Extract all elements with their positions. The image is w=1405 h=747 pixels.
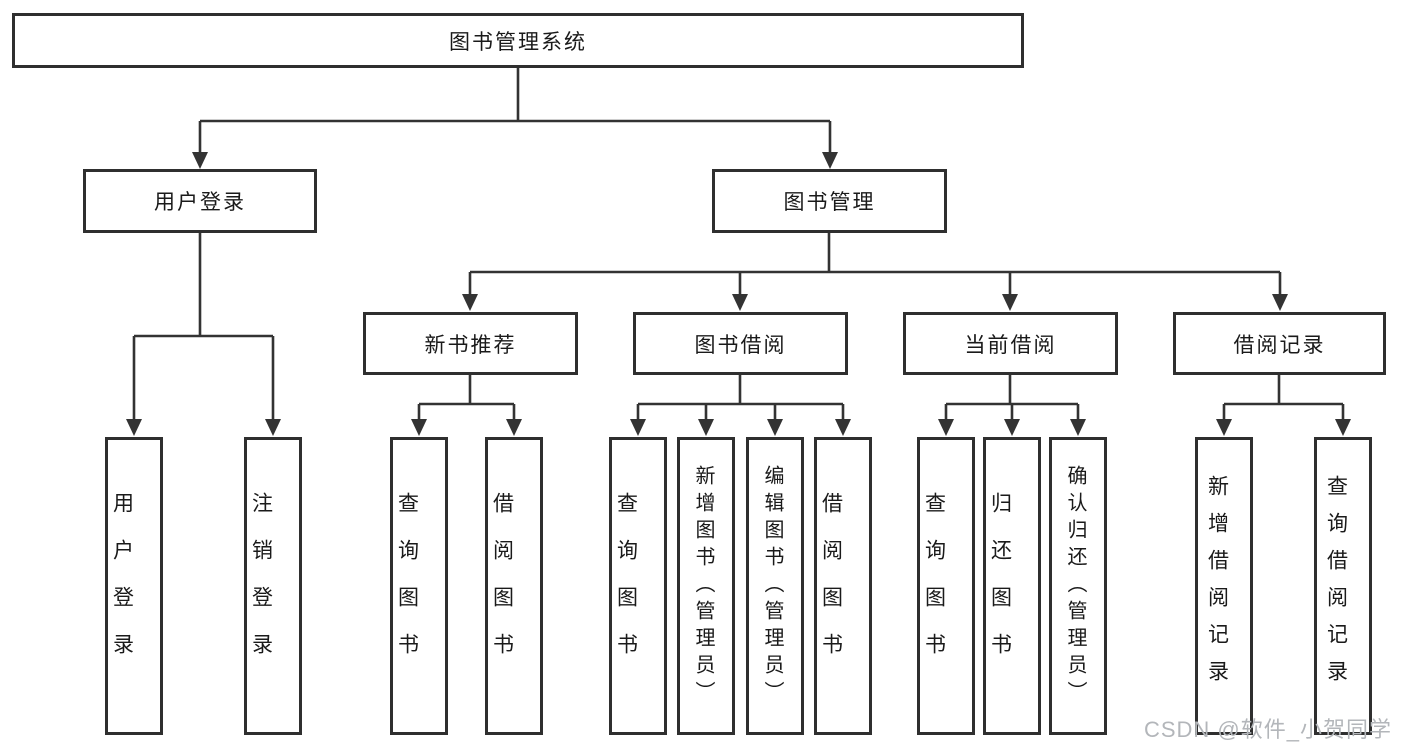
- leaf-label: 查询图书: [614, 492, 638, 680]
- csdn-watermark: CSDN @软件_小贺同学: [1143, 717, 1392, 742]
- leaf-label: 归还图书: [988, 492, 1012, 680]
- arrowhead-icon: [1216, 419, 1232, 436]
- arrowhead-icon: [506, 419, 522, 436]
- arrowhead-icon: [1002, 294, 1018, 311]
- arrowhead-icon: [126, 419, 142, 436]
- arrowhead-icon: [1004, 419, 1020, 436]
- arrowhead-icon: [1335, 419, 1351, 436]
- leaf-label: 编辑图书（管理员）: [761, 464, 783, 708]
- node-borrow-records: 借阅记录: [1173, 312, 1386, 375]
- arrowhead-icon: [835, 419, 851, 436]
- arrowhead-icon: [822, 152, 838, 169]
- node-label: 图书管理系统: [449, 30, 587, 54]
- node-new-book-recommend: 新书推荐: [363, 312, 578, 375]
- arrowhead-icon: [192, 152, 208, 169]
- arrowhead-icon: [938, 419, 954, 436]
- leaf-logout: 注销登录: [244, 437, 302, 735]
- leaf-user-login: 用户登录: [105, 437, 163, 735]
- leaf-return-books: 归还图书: [983, 437, 1041, 735]
- node-book-borrow: 图书借阅: [633, 312, 848, 375]
- leaf-query-borrow-record: 查询借阅记录: [1314, 437, 1372, 735]
- leaf-edit-books-admin: 编辑图书（管理员）: [746, 437, 804, 735]
- node-label: 新书推荐: [424, 333, 517, 357]
- node-label: 用户登录: [154, 191, 246, 214]
- node-label: 当前借阅: [964, 333, 1057, 357]
- leaf-label: 查询借阅记录: [1324, 475, 1348, 697]
- leaf-label: 确认归还（管理员）: [1064, 464, 1086, 708]
- arrowhead-icon: [732, 294, 748, 311]
- leaf-borrow-books-recommend: 借阅图书: [485, 437, 543, 735]
- leaf-label: 新增借阅记录: [1205, 475, 1229, 697]
- leaf-borrow-books: 借阅图书: [814, 437, 872, 735]
- leaf-label: 借阅图书: [819, 492, 843, 680]
- arrowhead-icon: [462, 294, 478, 311]
- arrowhead-icon: [630, 419, 646, 436]
- leaf-label: 查询图书: [395, 492, 419, 680]
- leaf-query-books-recommend: 查询图书: [390, 437, 448, 735]
- arrowhead-icon: [698, 419, 714, 436]
- node-label: 图书管理: [783, 191, 876, 214]
- leaf-add-books-admin: 新增图书（管理员）: [677, 437, 735, 735]
- leaf-label: 查询图书: [922, 492, 946, 680]
- arrowhead-icon: [1272, 294, 1288, 311]
- arrowhead-icon: [767, 419, 783, 436]
- node-label: 图书借阅: [694, 333, 787, 357]
- arrowhead-icon: [411, 419, 427, 436]
- node-label: 借阅记录: [1233, 333, 1326, 357]
- leaf-query-books-borrow: 查询图书: [609, 437, 667, 735]
- leaf-label: 借阅图书: [490, 492, 514, 680]
- leaf-label: 用户登录: [110, 492, 134, 680]
- node-library-management-system: 图书管理系统: [12, 13, 1024, 68]
- leaf-label: 注销登录: [249, 492, 273, 680]
- leaf-confirm-return-admin: 确认归还（管理员）: [1049, 437, 1107, 735]
- leaf-label: 新增图书（管理员）: [692, 464, 714, 708]
- node-user-login: 用户登录: [83, 169, 317, 233]
- leaf-add-borrow-record: 新增借阅记录: [1195, 437, 1253, 735]
- leaf-query-books-current: 查询图书: [917, 437, 975, 735]
- node-book-management: 图书管理: [712, 169, 947, 233]
- arrowhead-icon: [265, 419, 281, 436]
- node-current-borrow: 当前借阅: [903, 312, 1118, 375]
- arrowhead-icon: [1070, 419, 1086, 436]
